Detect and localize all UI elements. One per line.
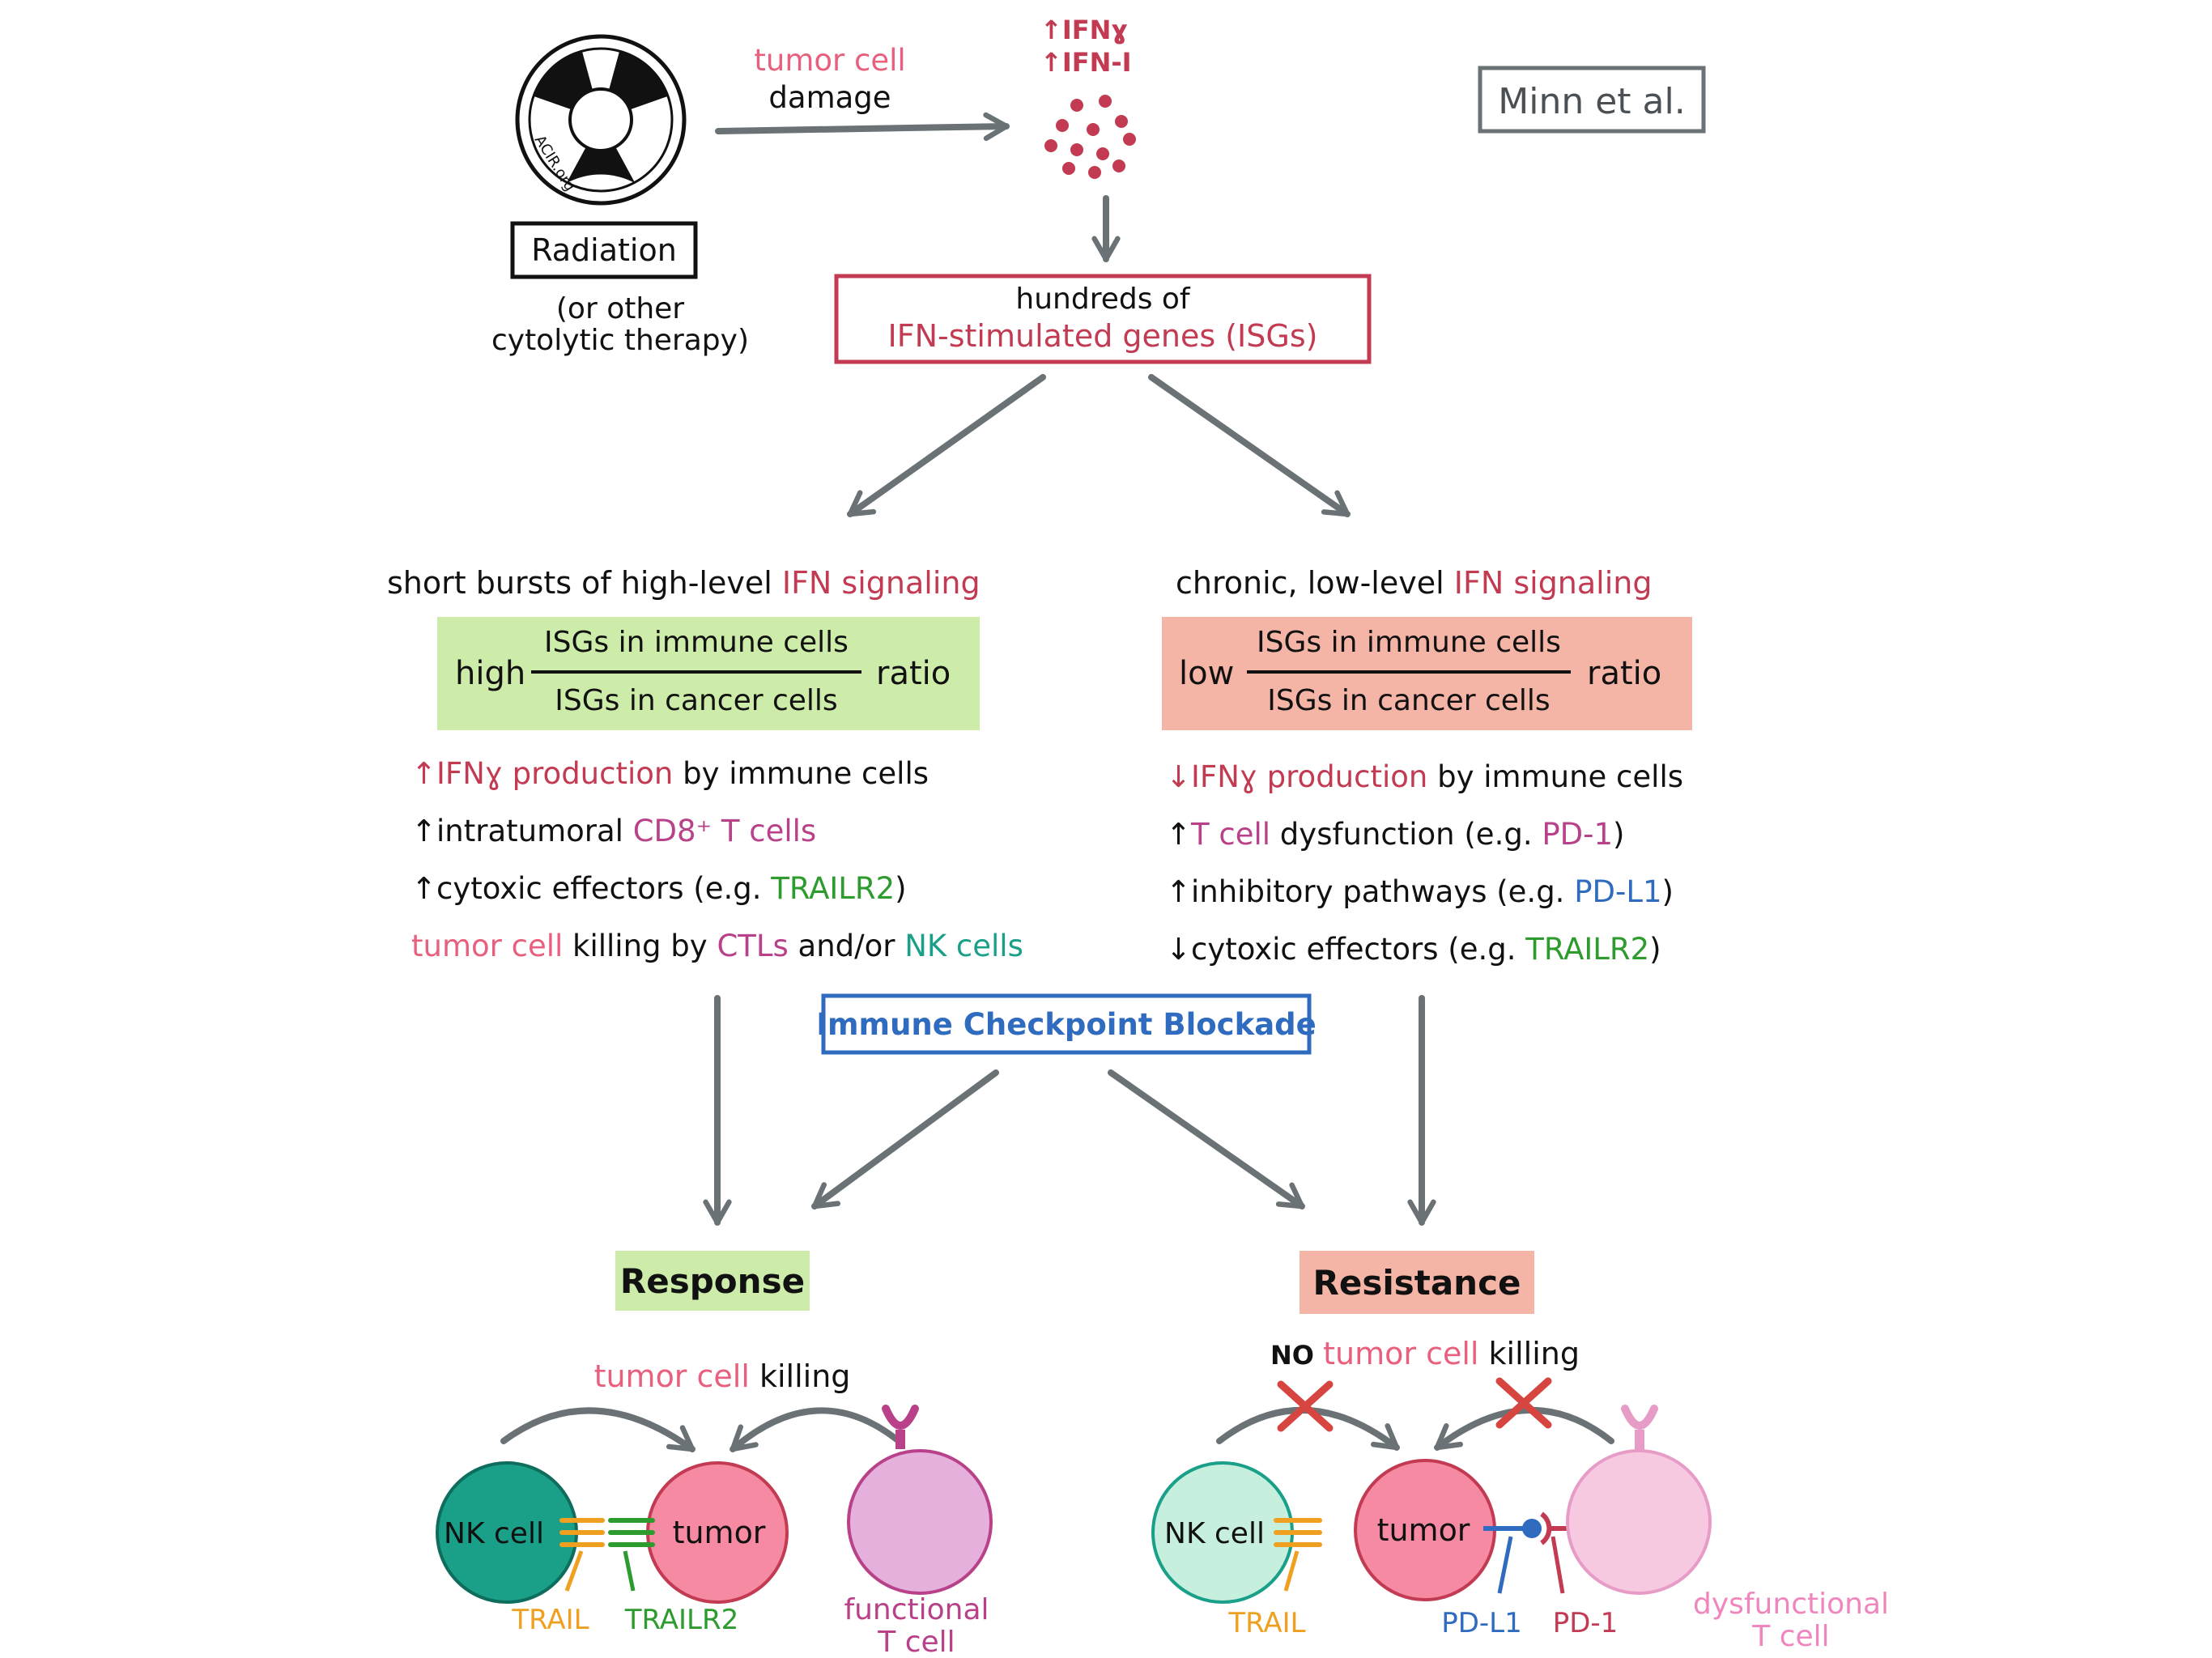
- trail-ligand-icon: [559, 1518, 605, 1547]
- therapy-sub-2: cytolytic therapy): [491, 324, 749, 357]
- cytokine-dots: [1044, 95, 1136, 179]
- therapy-sub-1: (or other: [556, 292, 684, 325]
- pdl1-label: PD-L1: [1441, 1607, 1522, 1639]
- arrow-isgs-right: [1148, 374, 1351, 517]
- damage-colored-text: tumor cell: [754, 43, 905, 78]
- right-ratio-prefix: low: [1179, 655, 1234, 692]
- block-x-icon: [1277, 1380, 1334, 1432]
- dysfunctional-tcell-label-2: T cell: [1751, 1620, 1829, 1653]
- ifn-gamma-label: ↑IFNɣ: [1040, 15, 1128, 45]
- dysfunctional-t-cell: [1566, 1405, 1712, 1595]
- left-ratio-prefix: high: [455, 655, 525, 692]
- left-ratio-numerator: ISGs in immune cells: [544, 626, 849, 659]
- left-heading: short bursts of high-level IFN signaling: [387, 565, 981, 601]
- functional-tcell-label-1: functional: [844, 1593, 989, 1626]
- response-box: [615, 1251, 810, 1311]
- ifn-i-label: ↑IFN-I: [1040, 47, 1132, 78]
- pdl1-pointer: [1497, 1536, 1513, 1594]
- isg-box: [834, 274, 1372, 364]
- response-tumor-label: tumor: [673, 1515, 766, 1550]
- right-heading: chronic, low-level IFN signaling: [1176, 565, 1653, 601]
- left-bullet-3: ↑cytoxic effectors (e.g. TRAILR2): [411, 871, 907, 906]
- response-nk-label: NK cell: [444, 1517, 544, 1550]
- pd1-pointer: [1551, 1536, 1565, 1594]
- resistance-box: [1300, 1251, 1534, 1314]
- citation-text: Minn et al.: [1498, 81, 1685, 122]
- trailr2-receptor-icon: [608, 1518, 655, 1547]
- arrow-nk-kill: [500, 1407, 696, 1452]
- left-bullet-1: ↑IFNɣ production by immune cells: [411, 756, 929, 791]
- right-ratio-denominator: ISGs in cancer cells: [1267, 684, 1550, 717]
- arrow-damage: [715, 112, 1010, 142]
- right-bullet-3: ↑inhibitory pathways (e.g. PD-L1): [1166, 874, 1674, 909]
- checkpoint-box: [821, 993, 1312, 1055]
- right-ratio-suffix: ratio: [1587, 655, 1661, 692]
- functional-tcell-label-2: T cell: [877, 1626, 955, 1658]
- resistance-nk-label: NK cell: [1164, 1517, 1265, 1550]
- resistance-label: Resistance: [1313, 1263, 1521, 1303]
- citation-box: [1478, 66, 1706, 134]
- response-trail-label: TRAIL: [511, 1604, 589, 1636]
- checkpoint-text: Immune Checkpoint Blockade: [816, 1007, 1317, 1042]
- left-ratio-suffix: ratio: [876, 655, 951, 692]
- isg-line-2: IFN-stimulated genes (ISGs): [888, 318, 1318, 354]
- arrow-tcell-kill: [730, 1407, 902, 1452]
- resistance-kill-text: NO tumor cell killing: [1270, 1336, 1580, 1371]
- response-kill-text: tumor cell killing: [594, 1358, 851, 1394]
- arrow-checkpoint-response: [811, 1069, 999, 1209]
- left-bullet-2: ↑intratumoral CD8⁺ T cells: [411, 814, 816, 848]
- resistance-trail-pointer: [1283, 1550, 1300, 1592]
- dysfunctional-tcell-label-1: dysfunctional: [1693, 1588, 1889, 1621]
- pd1-label: PD-1: [1553, 1607, 1619, 1639]
- radiation-symbol-icon: ACIR.org: [515, 34, 687, 206]
- trail-pointer: [564, 1550, 584, 1592]
- trail-ligand-icon: [1274, 1518, 1322, 1547]
- resistance-trail-label: TRAIL: [1227, 1607, 1305, 1639]
- right-bullet-2: ↑T cell dysfunction (e.g. PD-1): [1166, 817, 1624, 852]
- arrow-isgs-left: [847, 374, 1046, 517]
- trailr2-pointer: [623, 1550, 636, 1592]
- right-bullet-1: ↓IFNɣ production by immune cells: [1166, 759, 1683, 794]
- response-trailr2-label: TRAILR2: [624, 1604, 739, 1636]
- block-x-icon: [1495, 1377, 1552, 1429]
- arrow-nk-blocked: [1216, 1406, 1400, 1451]
- arrow-checkpoint-resistance: [1108, 1069, 1305, 1209]
- resistance-tumor-label: tumor: [1377, 1512, 1470, 1548]
- arrow-tcell-blocked: [1434, 1407, 1614, 1451]
- left-bullet-4: tumor cell killing by CTLs and/or NK cel…: [411, 929, 1023, 963]
- damage-text: damage: [768, 80, 891, 115]
- radiation-box: [510, 221, 698, 279]
- left-ratio-denominator: ISGs in cancer cells: [555, 684, 837, 717]
- response-label: Response: [620, 1261, 805, 1301]
- right-bullet-4: ↓cytoxic effectors (e.g. TRAILR2): [1166, 932, 1661, 967]
- radiation-label: Radiation: [531, 232, 677, 268]
- isg-line-1: hundreds of: [1015, 283, 1191, 316]
- right-ratio-numerator: ISGs in immune cells: [1257, 626, 1561, 659]
- functional-t-cell: [847, 1405, 993, 1595]
